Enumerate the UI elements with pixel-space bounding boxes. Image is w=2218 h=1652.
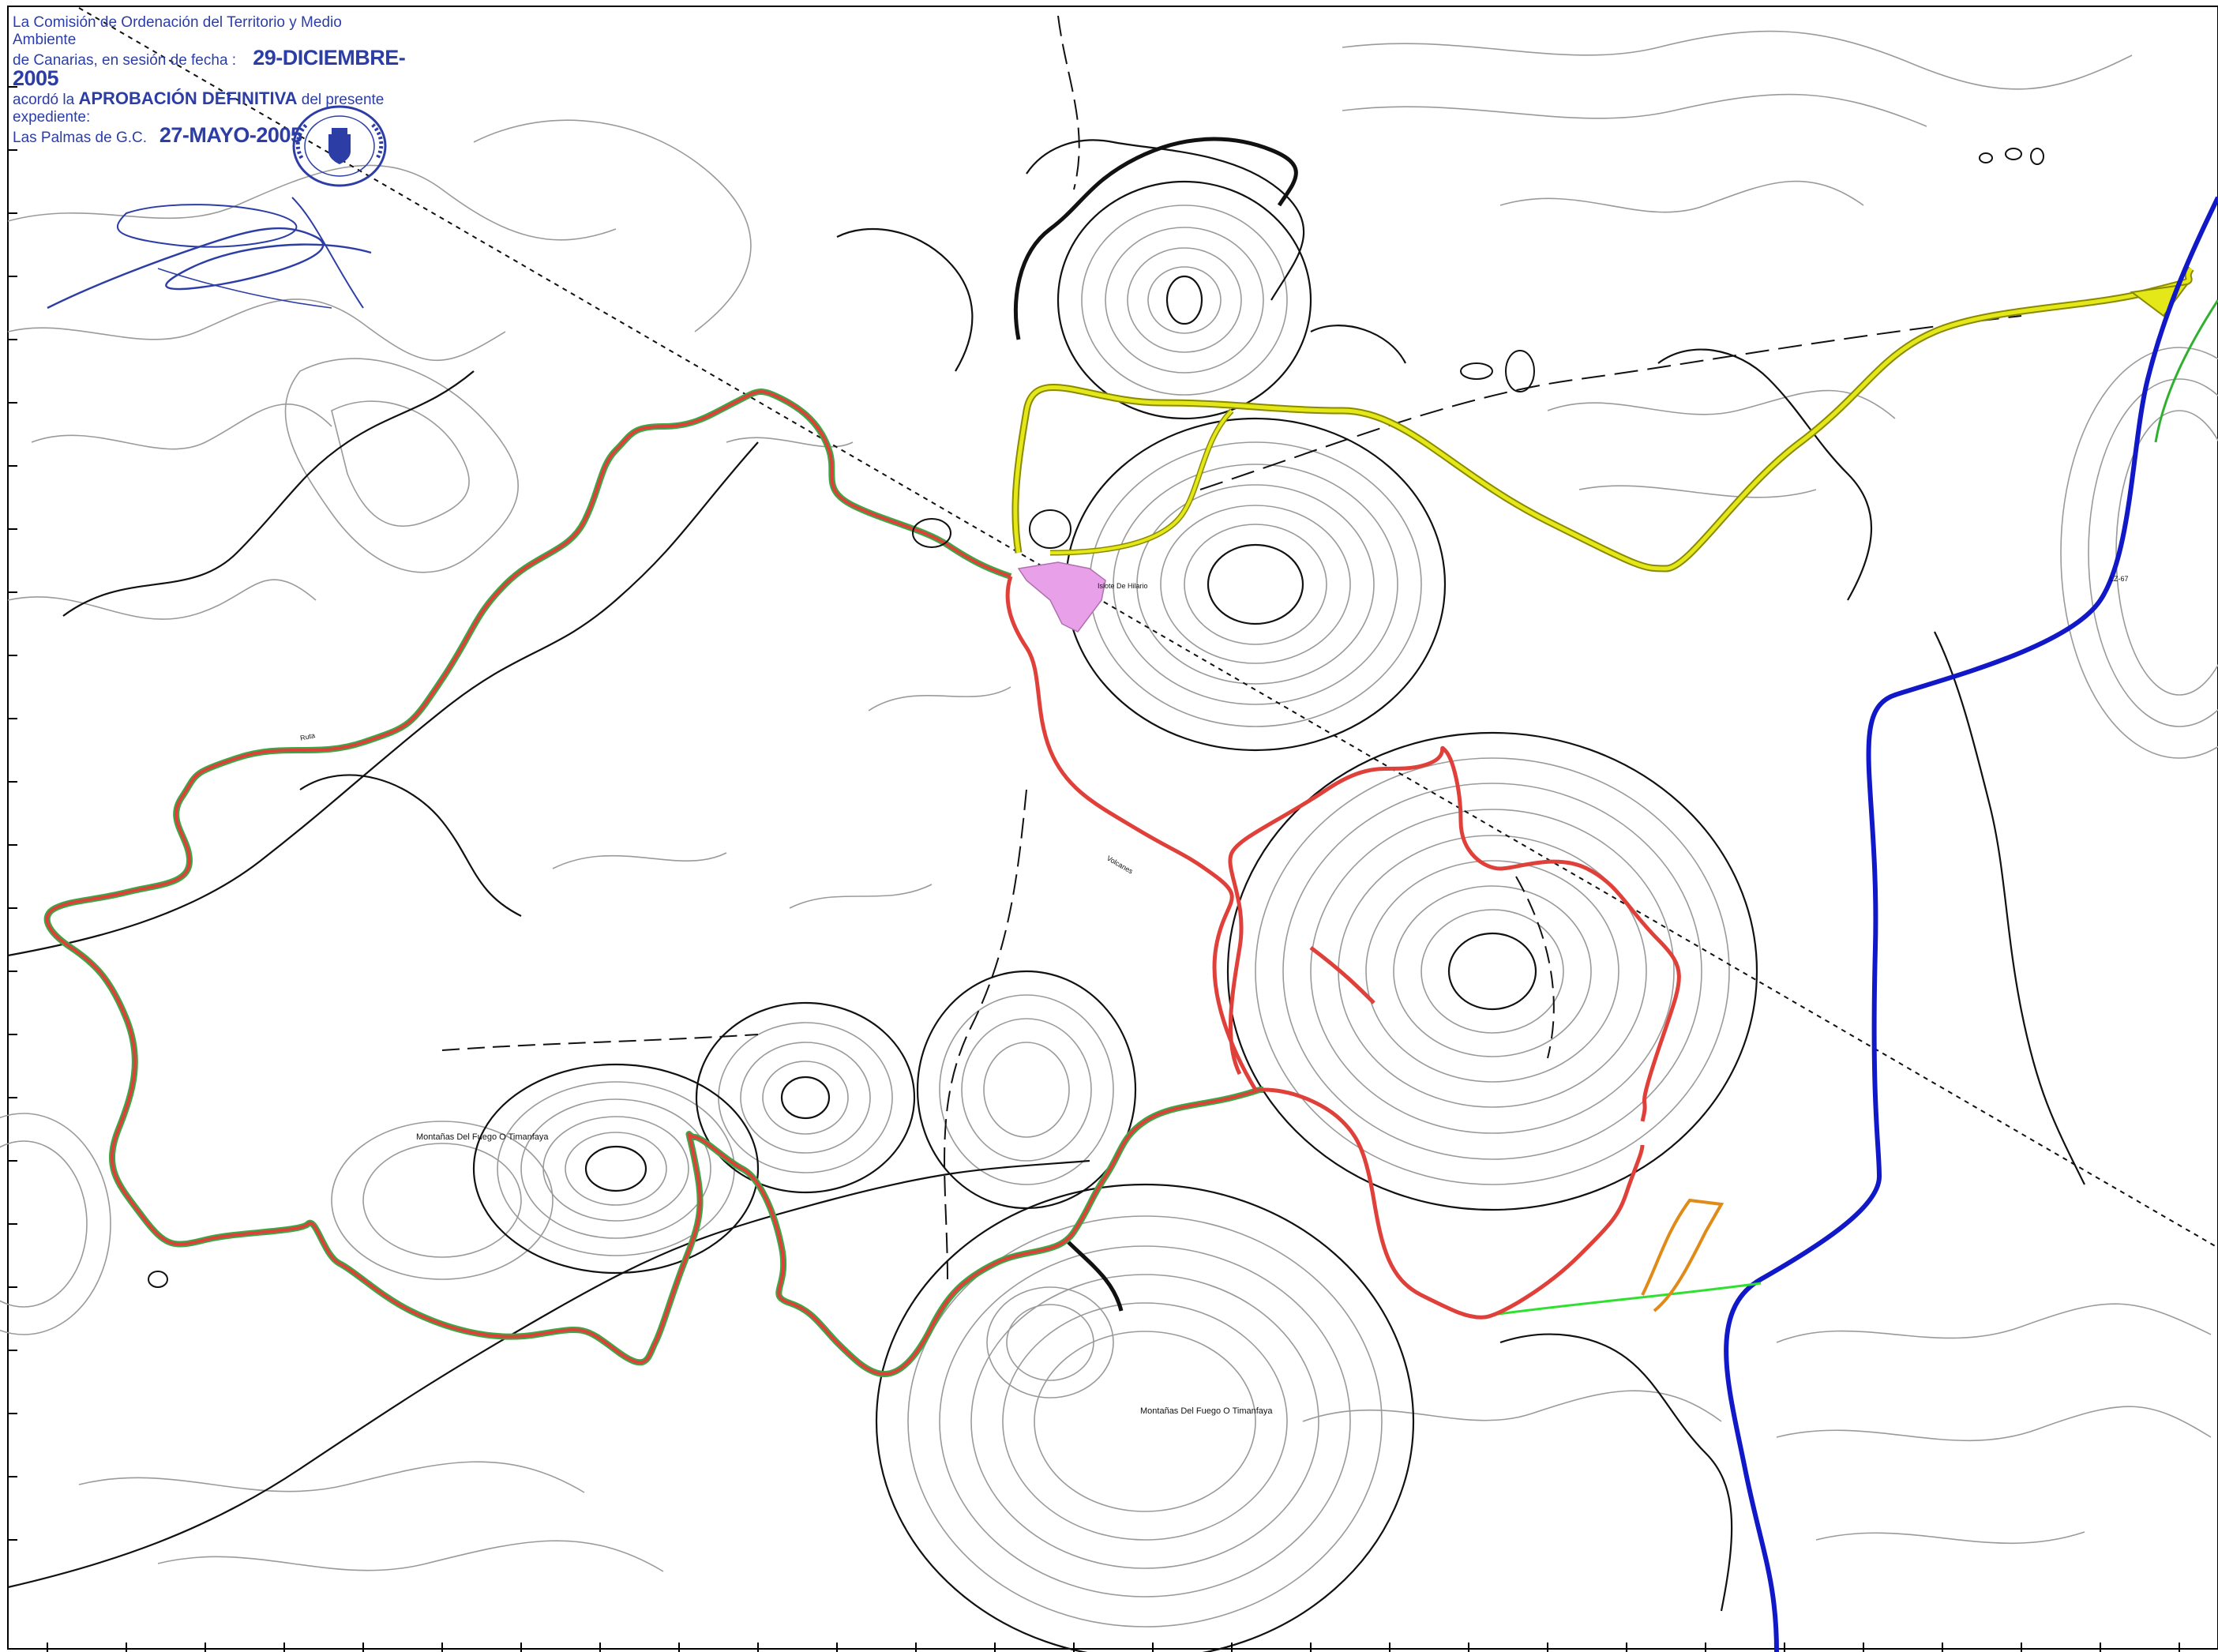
road-tag: LZ-67 [2110,575,2129,583]
map-frame [7,6,2218,1650]
stamp-line-3-suffix: del presente [301,92,385,108]
boundary-lines [78,7,2218,1280]
stamp-line-2-prefix: de Canarias, en sesión de fecha : [13,52,237,69]
pink-site-area [1017,561,1106,633]
stamp-line-1: La Comisión de Ordenación del Territorio… [13,14,342,48]
site-label: Islote De Hilario [1098,582,1148,590]
green-connector [1492,1282,1762,1316]
orange-path [1641,1198,1724,1312]
document-date: 27-MAYO-2005 [159,123,302,147]
route-east-north [1228,745,1681,1122]
approval-stamp: La Comisión de Ordenación del Territorio… [13,14,407,147]
route-spur [1309,946,1375,1004]
highway-blue [1724,196,2218,1652]
small-features [148,148,2044,1288]
black-contour-lines [7,139,2085,1652]
grey-contour-lines [0,30,2218,1628]
signature-icon [47,197,372,310]
stamp-line-5: Las Palmas de G.C. 27-MAYO-2005 [13,123,407,147]
route-east-south [1263,1087,1645,1320]
approval-text: APROBACIÓN DEFINITIVA [78,88,298,108]
frame-ticks [8,86,2180,1652]
stamp-line-2: de Canarias, en sesión de fecha : 29-DIC… [13,46,407,90]
access-road [1013,137,1298,340]
mountain-label-west: Montañas Del Fuego O Timanfaya [416,1132,549,1142]
mountain-label-south: Montañas Del Fuego O Timanfaya [1140,1406,1273,1416]
session-date: 29-DICIEMBRE-2005 [13,46,406,90]
yellow-road [1011,266,2194,573]
stamp-line-3-prefix: acordó la [13,92,75,108]
stamp-line-3: acordó la APROBACIÓN DEFINITIVA del pres… [13,90,407,109]
official-seal-icon [292,105,387,187]
highway-edge [2154,299,2218,443]
stamp-line-4: expediente: [13,109,91,126]
track-segment [1064,1238,1124,1312]
stamp-place: Las Palmas de G.C. [13,130,148,146]
